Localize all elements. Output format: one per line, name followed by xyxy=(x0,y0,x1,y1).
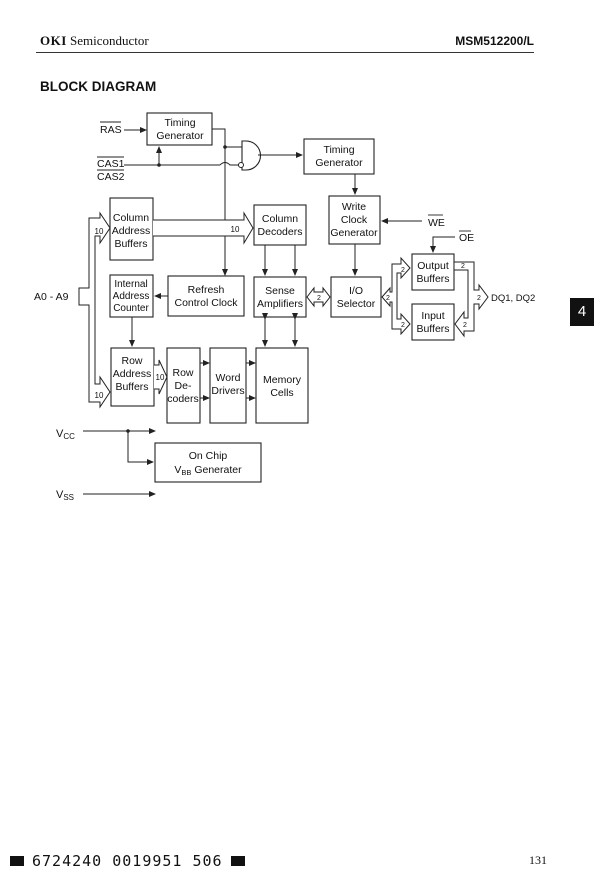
timing-generator-2-label-2: Generator xyxy=(315,157,363,169)
row-decoders-label-2: De- xyxy=(175,380,192,392)
timing-generator-1-block xyxy=(146,112,213,146)
internal-address-counter-label-1: Internal xyxy=(114,279,147,290)
word-drivers-block xyxy=(209,347,247,424)
row-out-bus-width: 10 xyxy=(156,373,165,382)
header-divider xyxy=(36,52,534,53)
vcc-label: VCC xyxy=(56,428,75,441)
dq-bus-arrow xyxy=(453,261,489,338)
memory-cells-label-2: Cells xyxy=(270,387,293,399)
sense-amplifiers-label-1: Sense xyxy=(265,285,295,297)
refresh-control-clock-block xyxy=(167,275,245,317)
row-decoders-label-3: coders xyxy=(167,393,199,405)
to-output-bus-width: 2 xyxy=(401,267,405,274)
sense-amplifiers-block xyxy=(253,276,307,318)
we-signal-label: WE xyxy=(428,217,445,229)
dq-bus-width: 2 xyxy=(477,295,481,302)
row-decoders-block xyxy=(166,347,201,424)
vss-label: VSS xyxy=(56,489,74,502)
vbb-generator-label-1: On Chip xyxy=(189,450,228,462)
address-signal-label: A0 - A9 xyxy=(34,291,69,303)
to-input-bus-width: 2 xyxy=(401,322,405,329)
input-buffers-label-2: Buffers xyxy=(416,323,449,335)
io-buf-bus-width: 2 xyxy=(386,295,390,302)
row-address-buffers-block xyxy=(110,347,155,407)
row-in-bus-width: 10 xyxy=(95,391,104,400)
row-address-buffers-label-3: Buffers xyxy=(115,381,148,393)
oe-wire xyxy=(430,236,455,253)
timing-generator-2-block xyxy=(303,138,375,175)
and-gate-icon xyxy=(241,140,261,171)
column-decoders-label-2: Decoders xyxy=(258,226,303,238)
word-drivers-label-2: Drivers xyxy=(211,385,244,397)
out-dq-bus-width: 2 xyxy=(461,263,465,270)
column-address-buffers-label-3: Buffers xyxy=(114,238,147,250)
part-number: MSM512200/L xyxy=(455,34,534,48)
write-clock-label-3: Generator xyxy=(330,227,378,239)
vbb-generator-label-2: VBB Generater xyxy=(174,464,242,477)
row-decoders-label-1: Row xyxy=(172,367,193,379)
write-clock-generator-block xyxy=(328,195,381,245)
barcode-mark-right xyxy=(230,856,245,866)
vcc-to-vbb-wire xyxy=(127,431,154,465)
footer-barcode: 6724240 0019951 506 xyxy=(10,852,245,870)
write-clock-label-1: Write xyxy=(342,201,366,213)
timing-generator-2-label-1: Timing xyxy=(323,144,354,156)
chapter-tab: 4 xyxy=(570,298,594,326)
column-bus-arrow xyxy=(153,211,254,245)
dq-in-bus-width: 2 xyxy=(463,322,467,329)
io-selector-block xyxy=(330,276,382,318)
internal-address-counter-label-3: Counter xyxy=(113,303,149,314)
sense-io-bus-width: 2 xyxy=(317,295,321,302)
cas1-signal-label: CAS1 xyxy=(97,158,125,170)
column-address-buffers-label-2: Address xyxy=(112,225,151,237)
output-buffers-label-2: Buffers xyxy=(416,273,449,285)
cas2-signal-label: CAS2 xyxy=(97,171,125,183)
sense-io-bus-arrow xyxy=(306,286,331,308)
word-drivers-label-1: Word xyxy=(216,372,241,384)
io-selector-label-1: I/O xyxy=(349,285,363,297)
section-title: BLOCK DIAGRAM xyxy=(40,79,157,94)
page-number: 131 xyxy=(529,853,547,867)
internal-address-counter-label-2: Address xyxy=(113,291,150,302)
header-brand: OKI Semiconductor xyxy=(40,33,149,49)
cas-wire-hop xyxy=(219,162,239,166)
input-buffers-block xyxy=(411,303,455,341)
refresh-control-label-2: Control Clock xyxy=(174,297,238,309)
row-address-buffers-label-2: Address xyxy=(113,368,152,380)
refresh-control-label-1: Refresh xyxy=(188,284,225,296)
tg1-out-wire xyxy=(212,128,226,147)
input-buffers-label-1: Input xyxy=(421,310,444,322)
column-decoders-block xyxy=(253,204,307,246)
io-buffers-bus-arrow xyxy=(381,256,411,336)
column-in-bus-width: 10 xyxy=(95,227,104,236)
memory-cells-block xyxy=(255,347,309,424)
write-clock-label-2: Clock xyxy=(341,214,368,226)
output-buffers-block xyxy=(411,253,455,291)
vbb-generator-block xyxy=(154,442,262,483)
oe-signal-label: OE xyxy=(459,232,474,244)
barcode-mark-left xyxy=(10,856,24,866)
sense-amplifiers-label-2: Amplifiers xyxy=(257,298,303,310)
column-decoders-label-1: Column xyxy=(262,213,298,225)
inverter-bubble-icon xyxy=(238,162,244,168)
io-selector-label-2: Selector xyxy=(337,298,376,310)
timing-generator-1-label-1: Timing xyxy=(164,117,195,129)
dq-signal-label: DQ1, DQ2 xyxy=(491,293,535,304)
oki-logo: OKI xyxy=(40,33,67,48)
memory-cells-label-1: Memory xyxy=(263,374,302,386)
row-address-buffers-label-1: Row xyxy=(121,355,142,367)
barcode-text: 6724240 0019951 506 xyxy=(32,852,223,870)
ras-signal-label: RAS xyxy=(100,124,122,136)
brand-suffix: Semiconductor xyxy=(70,33,149,48)
column-bus-width: 10 xyxy=(231,225,240,234)
column-address-buffers-label-1: Column xyxy=(113,212,149,224)
timing-generator-1-label-2: Generator xyxy=(156,130,204,142)
output-buffers-label-1: Output xyxy=(417,260,449,272)
address-bus-arrow xyxy=(78,211,111,409)
